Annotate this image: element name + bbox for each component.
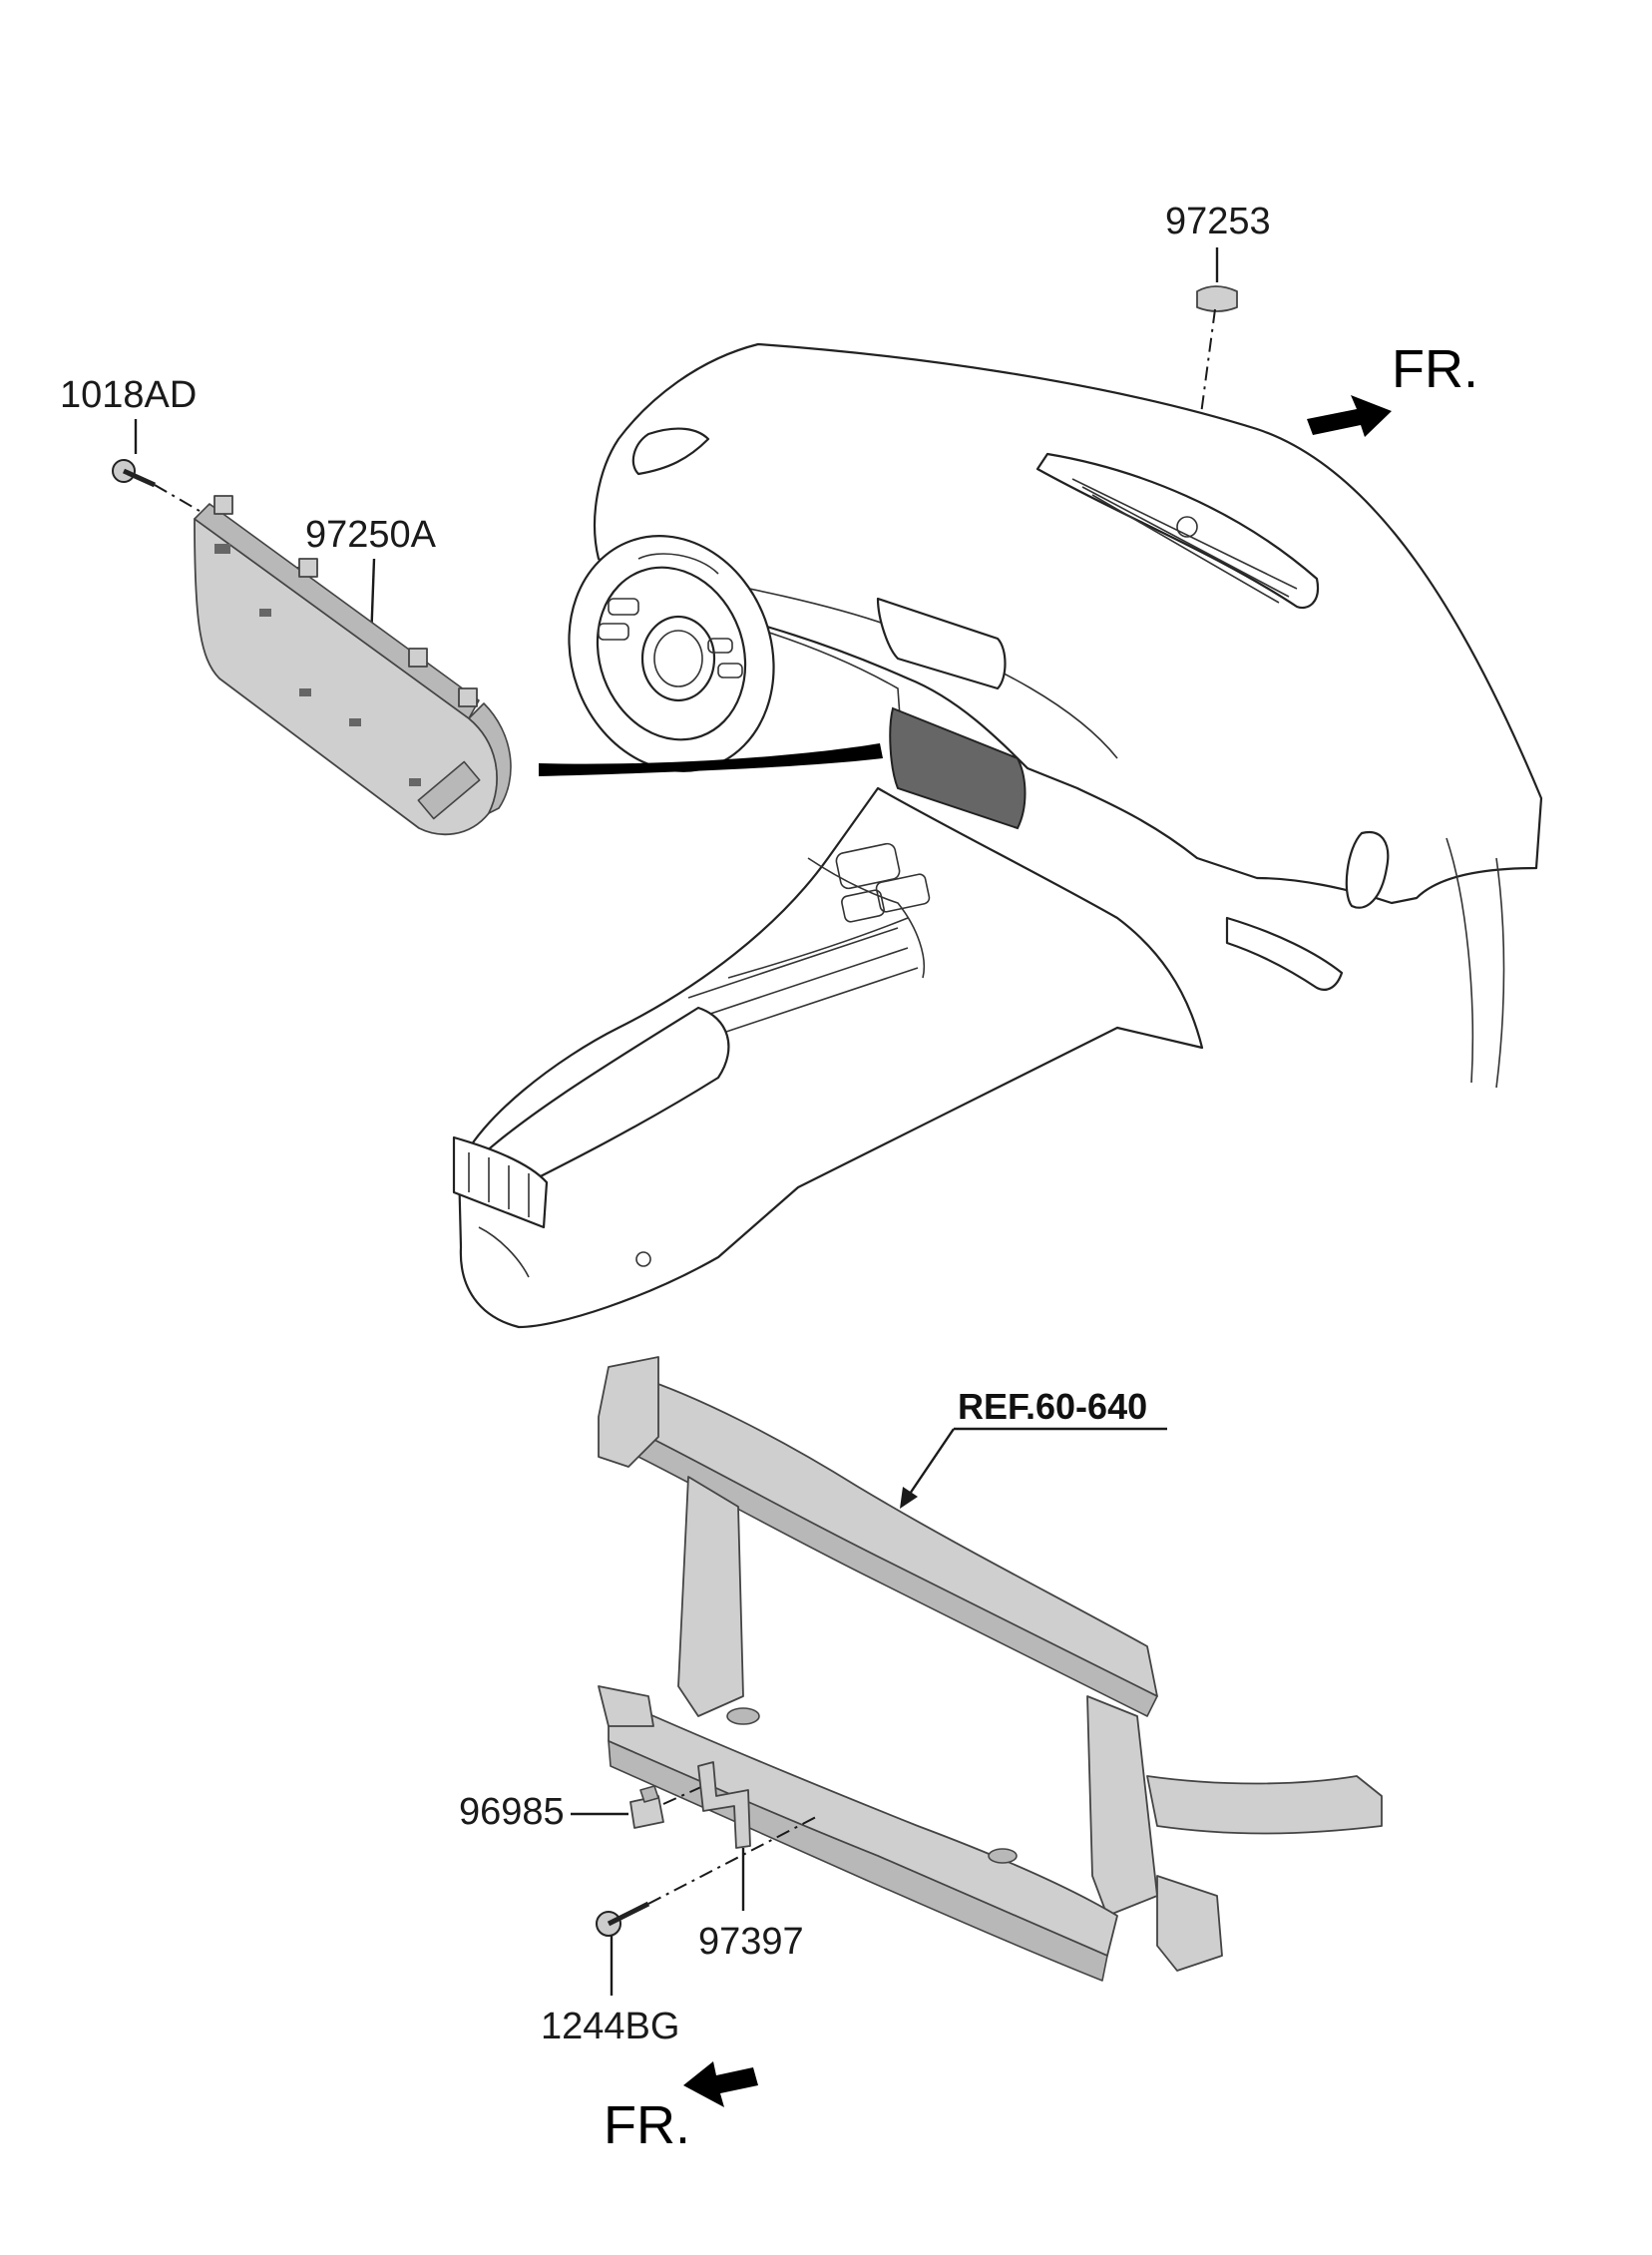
installed-module	[889, 706, 1027, 830]
part-number-1244BG: 1244BG	[541, 2006, 679, 2047]
part-number-96985: 96985	[459, 1791, 565, 1833]
screw-icon-bottom	[596, 1901, 650, 1937]
part-number-1018AD: 1018AD	[60, 374, 197, 416]
part-number-97250A: 97250A	[305, 514, 437, 556]
fr-label-top: FR.	[1392, 339, 1478, 399]
control-module-97250A	[194, 495, 512, 836]
callout-97397: 97397	[697, 1761, 804, 1963]
part-number-97253: 97253	[1165, 201, 1271, 242]
sensor-icon	[629, 1785, 664, 1829]
bracket-icon	[697, 1761, 751, 1849]
steering-wheel	[568, 535, 775, 772]
part-number-97397: 97397	[698, 1921, 804, 1963]
callout-1244BG: 1244BG	[541, 1815, 819, 2047]
callout-96985: 96985	[459, 1785, 704, 1833]
callout-1018AD: 1018AD	[60, 374, 300, 570]
arrow-icon-bottom	[683, 2061, 758, 2107]
module-connector	[417, 760, 481, 820]
ref-callout: REF.60-640	[900, 1386, 1167, 1509]
fr-label-bottom: FR.	[604, 2095, 690, 2155]
module-markings	[214, 544, 421, 786]
front-direction-arrow-top: FR.	[1307, 339, 1478, 437]
sensor-cap-icon	[1196, 285, 1238, 312]
mounting-tabs	[213, 495, 478, 707]
center-console	[452, 786, 1204, 1329]
screw-icon	[112, 459, 157, 488]
ref-arrow-icon	[900, 1487, 918, 1509]
callout-97253: 97253	[1165, 201, 1271, 520]
dashboard-illustration	[452, 342, 1543, 1329]
radiator-support-frame	[598, 1356, 1383, 1982]
ref-label: REF.60-640	[958, 1386, 1147, 1427]
location-leader	[539, 743, 883, 776]
callout-97250A: 97250A	[305, 514, 437, 643]
vent-grille	[1071, 478, 1298, 604]
arrow-icon	[1307, 395, 1392, 437]
front-direction-arrow-bottom: FR.	[604, 2061, 758, 2155]
